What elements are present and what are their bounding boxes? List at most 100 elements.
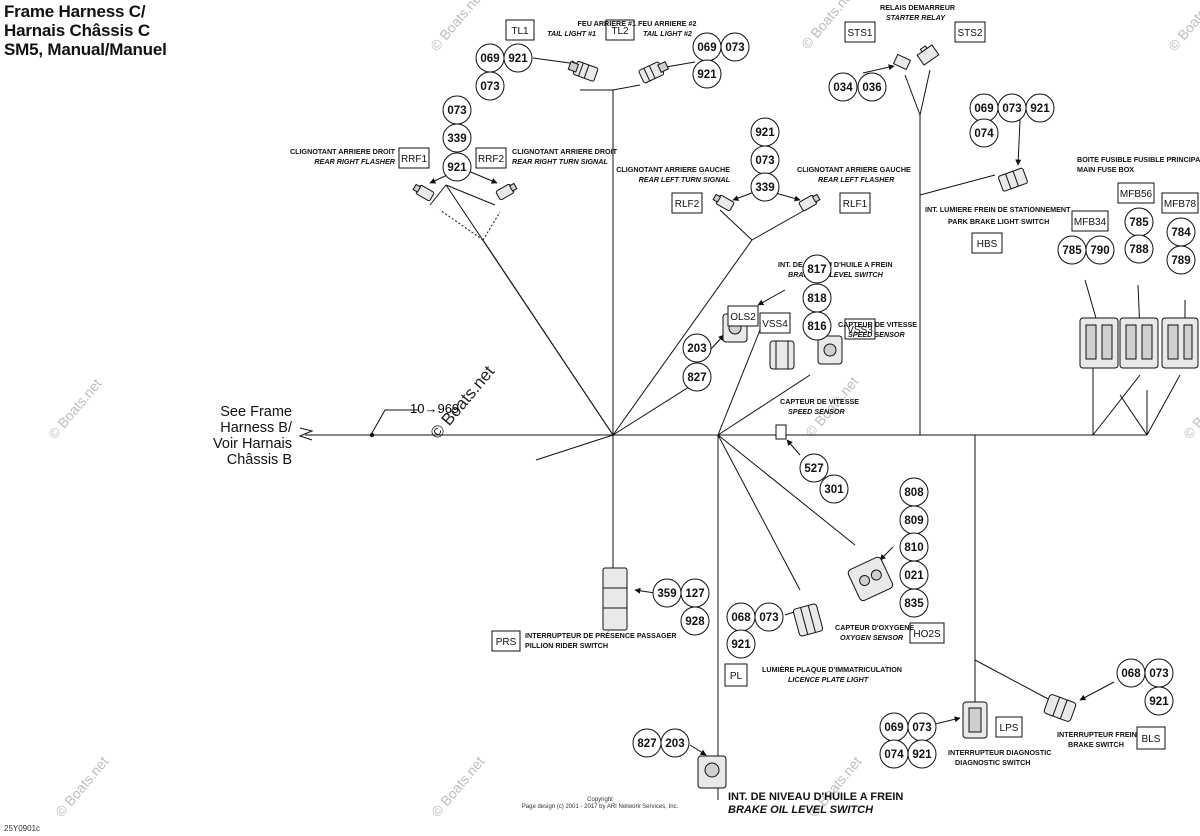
- box-mfb34-text: MFB34: [1074, 217, 1107, 228]
- wire-number: 784: [1171, 227, 1191, 239]
- box-lps: LPS: [995, 716, 1023, 738]
- caption-hbs-en: PARK BRAKE LIGHT SWITCH: [948, 217, 1049, 226]
- connector-rlf2: [712, 193, 735, 212]
- wire-circle-lps-074: 074: [879, 739, 909, 769]
- box-prs-text: PRS: [496, 637, 517, 648]
- box-hbs: HBS: [971, 232, 1003, 254]
- wire-circle-outline: [819, 474, 849, 504]
- caption-fuse-fr: BOITE FUSIBLE FUSIBLE PRINCIPAL: [1077, 155, 1200, 164]
- box-rrf1-text: RRF1: [401, 154, 428, 165]
- wire-circle-outline: [907, 739, 937, 769]
- wire-circle-pl-068: 068: [726, 602, 756, 632]
- wire-number: 928: [685, 616, 705, 628]
- connector-rrf1: [412, 183, 435, 202]
- wire-circle-ho2s-835: 835: [899, 588, 929, 618]
- caption-rrf1-en: REAR RIGHT FLASHER: [314, 157, 395, 166]
- wire-circle-outline: [799, 453, 829, 483]
- caption-vss4-fr: CAPTEUR DE VITESSE: [780, 397, 859, 406]
- watermark-small-7: © Boats.net: [52, 753, 111, 820]
- box-bls: BLS: [1136, 726, 1166, 750]
- box-mfb78-text: MFB78: [1164, 199, 1197, 210]
- wire-circle-vss-816: 816: [802, 311, 832, 341]
- connector-tl2: [638, 61, 670, 84]
- watermark-small-3: © Boats.net: [1165, 0, 1200, 54]
- box-ols2: OLS2: [727, 305, 759, 327]
- wire-circle-outline: [1025, 93, 1055, 123]
- box-hbs-text: HBS: [977, 239, 998, 250]
- wire-circle-outline: [726, 629, 756, 659]
- caption-rrf2-fr: CLIGNOTANT ARRIERE DROIT: [512, 147, 618, 156]
- caption-tl2-fr: FEU ARRIERE #2: [638, 19, 696, 28]
- box-mfb56: MFB56: [1117, 182, 1155, 204]
- caption-rrf1-fr: CLIGNOTANT ARRIERE DROIT: [290, 147, 396, 156]
- wire-number: 339: [755, 182, 774, 194]
- wire-circle-bls-921: 921: [1144, 686, 1174, 716]
- title-line-3: SM5, Manual/Manuel: [4, 40, 167, 59]
- splice-label: 10→969: [410, 401, 459, 416]
- wire-circle-rlf-921: 921: [750, 117, 780, 147]
- wire-circle-mfb56-b: 788: [1124, 234, 1154, 264]
- wire-circle-rrf-921: 921: [442, 152, 472, 182]
- caption-vss3-en: SPEED SENSOR: [848, 330, 906, 339]
- caption-rlf2-fr: CLIGNOTANT ARRIERE GAUCHE: [616, 165, 730, 174]
- box-vss4-text: VSS4: [762, 319, 788, 330]
- wire-number: 073: [912, 722, 931, 734]
- wire-number: 816: [807, 321, 826, 333]
- wire-circle-ho2s-021: 021: [899, 560, 929, 590]
- wire-circle-outline: [1124, 234, 1154, 264]
- caption-bls-fr: INTERRUPTEUR FREIN: [1057, 730, 1137, 739]
- caption-ols-en: BRAKE OIL LEVEL SWITCH: [788, 270, 884, 279]
- wire-number: 359: [657, 588, 676, 600]
- wire-circle-outline: [802, 311, 832, 341]
- box-pl: PL: [724, 663, 748, 687]
- box-rrf2: RRF2: [475, 147, 507, 169]
- box-vss3-text: VSS3: [847, 325, 873, 336]
- caption-prs-en: PILLION RIDER SWITCH: [525, 641, 608, 650]
- wire-circle-mfb34-b: 790: [1085, 235, 1115, 265]
- caption-ho2s-en: OXYGEN SENSOR: [840, 633, 904, 642]
- wire-number: 810: [904, 542, 923, 554]
- wire-circle-rlf-339: 339: [750, 172, 780, 202]
- wire-circle-tl-right-bottom: 921: [692, 59, 722, 89]
- wire-number: 073: [1002, 103, 1021, 115]
- caption-ho2s-fr: CAPTEUR D'OXYGENE: [835, 623, 914, 632]
- connector-vss4: [769, 340, 795, 370]
- see-ref-line-1: See Frame: [220, 404, 292, 420]
- watermark-small-1: © Boats.net: [427, 0, 486, 54]
- wire-number: 301: [824, 484, 844, 496]
- wire-circle-tl-left-top2: 921: [503, 43, 533, 73]
- wire-circle-lps-921: 921: [907, 739, 937, 769]
- wire-number: 069: [480, 53, 499, 65]
- box-sts1: STS1: [844, 21, 876, 43]
- wire-circle-tl-left-bottom: 073: [475, 71, 505, 101]
- caption-ols-bottom-en: BRAKE OIL LEVEL SWITCH: [728, 804, 874, 816]
- watermark-small-6: © Boats.net: [1180, 375, 1200, 442]
- diagram-title: Frame Harness C/ Harnais Châssis C SM5, …: [4, 2, 167, 59]
- wire-circle-outline: [682, 362, 712, 392]
- wire-circle-outline: [750, 172, 780, 202]
- title-line-2: Harnais Châssis C: [4, 21, 150, 40]
- box-rlf2: RLF2: [671, 192, 703, 214]
- box-rlf2-text: RLF2: [675, 199, 700, 210]
- wire-number: 069: [697, 42, 716, 54]
- wire-circle-outline: [692, 59, 722, 89]
- wire-number: 074: [884, 749, 904, 761]
- wire-circle-mfb78-a: 784: [1166, 217, 1196, 247]
- caption-tl2-en: TAIL LIGHT #2: [643, 29, 692, 38]
- wire-circle-prs-127: 127: [680, 578, 710, 608]
- wire-circle-bls-068: 068: [1116, 658, 1146, 688]
- wire-number: 021: [904, 570, 924, 582]
- wire-number: 073: [759, 612, 778, 624]
- wire-number: 921: [1149, 696, 1169, 708]
- box-prs: PRS: [491, 630, 521, 652]
- caption-vss3-fr: CAPTEUR DE VITESSE: [838, 320, 917, 329]
- wire-circle-lps-073: 073: [907, 712, 937, 742]
- wire-circle-vss-817: 817: [802, 254, 832, 284]
- caption-fuse-en: MAIN FUSE BOX: [1077, 165, 1134, 174]
- connector-ols-bottom: [697, 755, 727, 789]
- wire-number: 073: [480, 81, 499, 93]
- wire-circle-outline: [442, 152, 472, 182]
- watermark-small-8: © Boats.net: [428, 753, 487, 820]
- watermarks: © Boats.net © Boats.net © Boats.net © Bo…: [45, 0, 1200, 820]
- caption-ols-bottom-fr: INT. DE NIVEAU D'HUILE A FREIN: [728, 791, 903, 803]
